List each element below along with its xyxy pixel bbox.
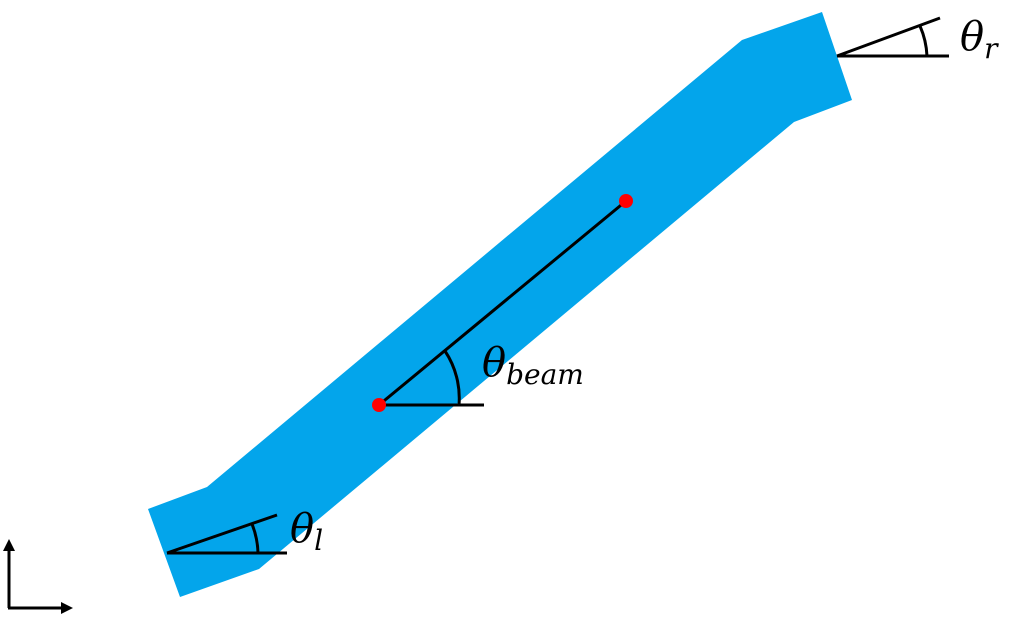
right-end-tangent-line [836,16,941,58]
theta-beam-subscript: beam [506,358,584,391]
theta-beam-label: θbeam [482,340,584,391]
beam-point-right [619,194,633,208]
theta-l-symbol: θ [290,506,314,552]
x-axis-arrowhead [61,602,73,614]
left-end-angle-arc [250,523,260,554]
beam-angle-arc [443,350,461,406]
right-end-angle-arc [918,25,929,57]
theta-l-subscript: l [314,524,323,557]
theta-r-subscript: r [984,32,999,65]
beam-point-left [372,398,386,412]
theta-r-symbol: θ [960,14,984,60]
beam-axis-line [378,199,627,407]
y-axis-arrowhead [3,539,15,551]
left-end-tangent-line [166,513,278,555]
theta-beam-symbol: θ [482,340,506,386]
theta-r-label: θr [960,14,999,65]
theta-l-label: θl [290,506,323,557]
